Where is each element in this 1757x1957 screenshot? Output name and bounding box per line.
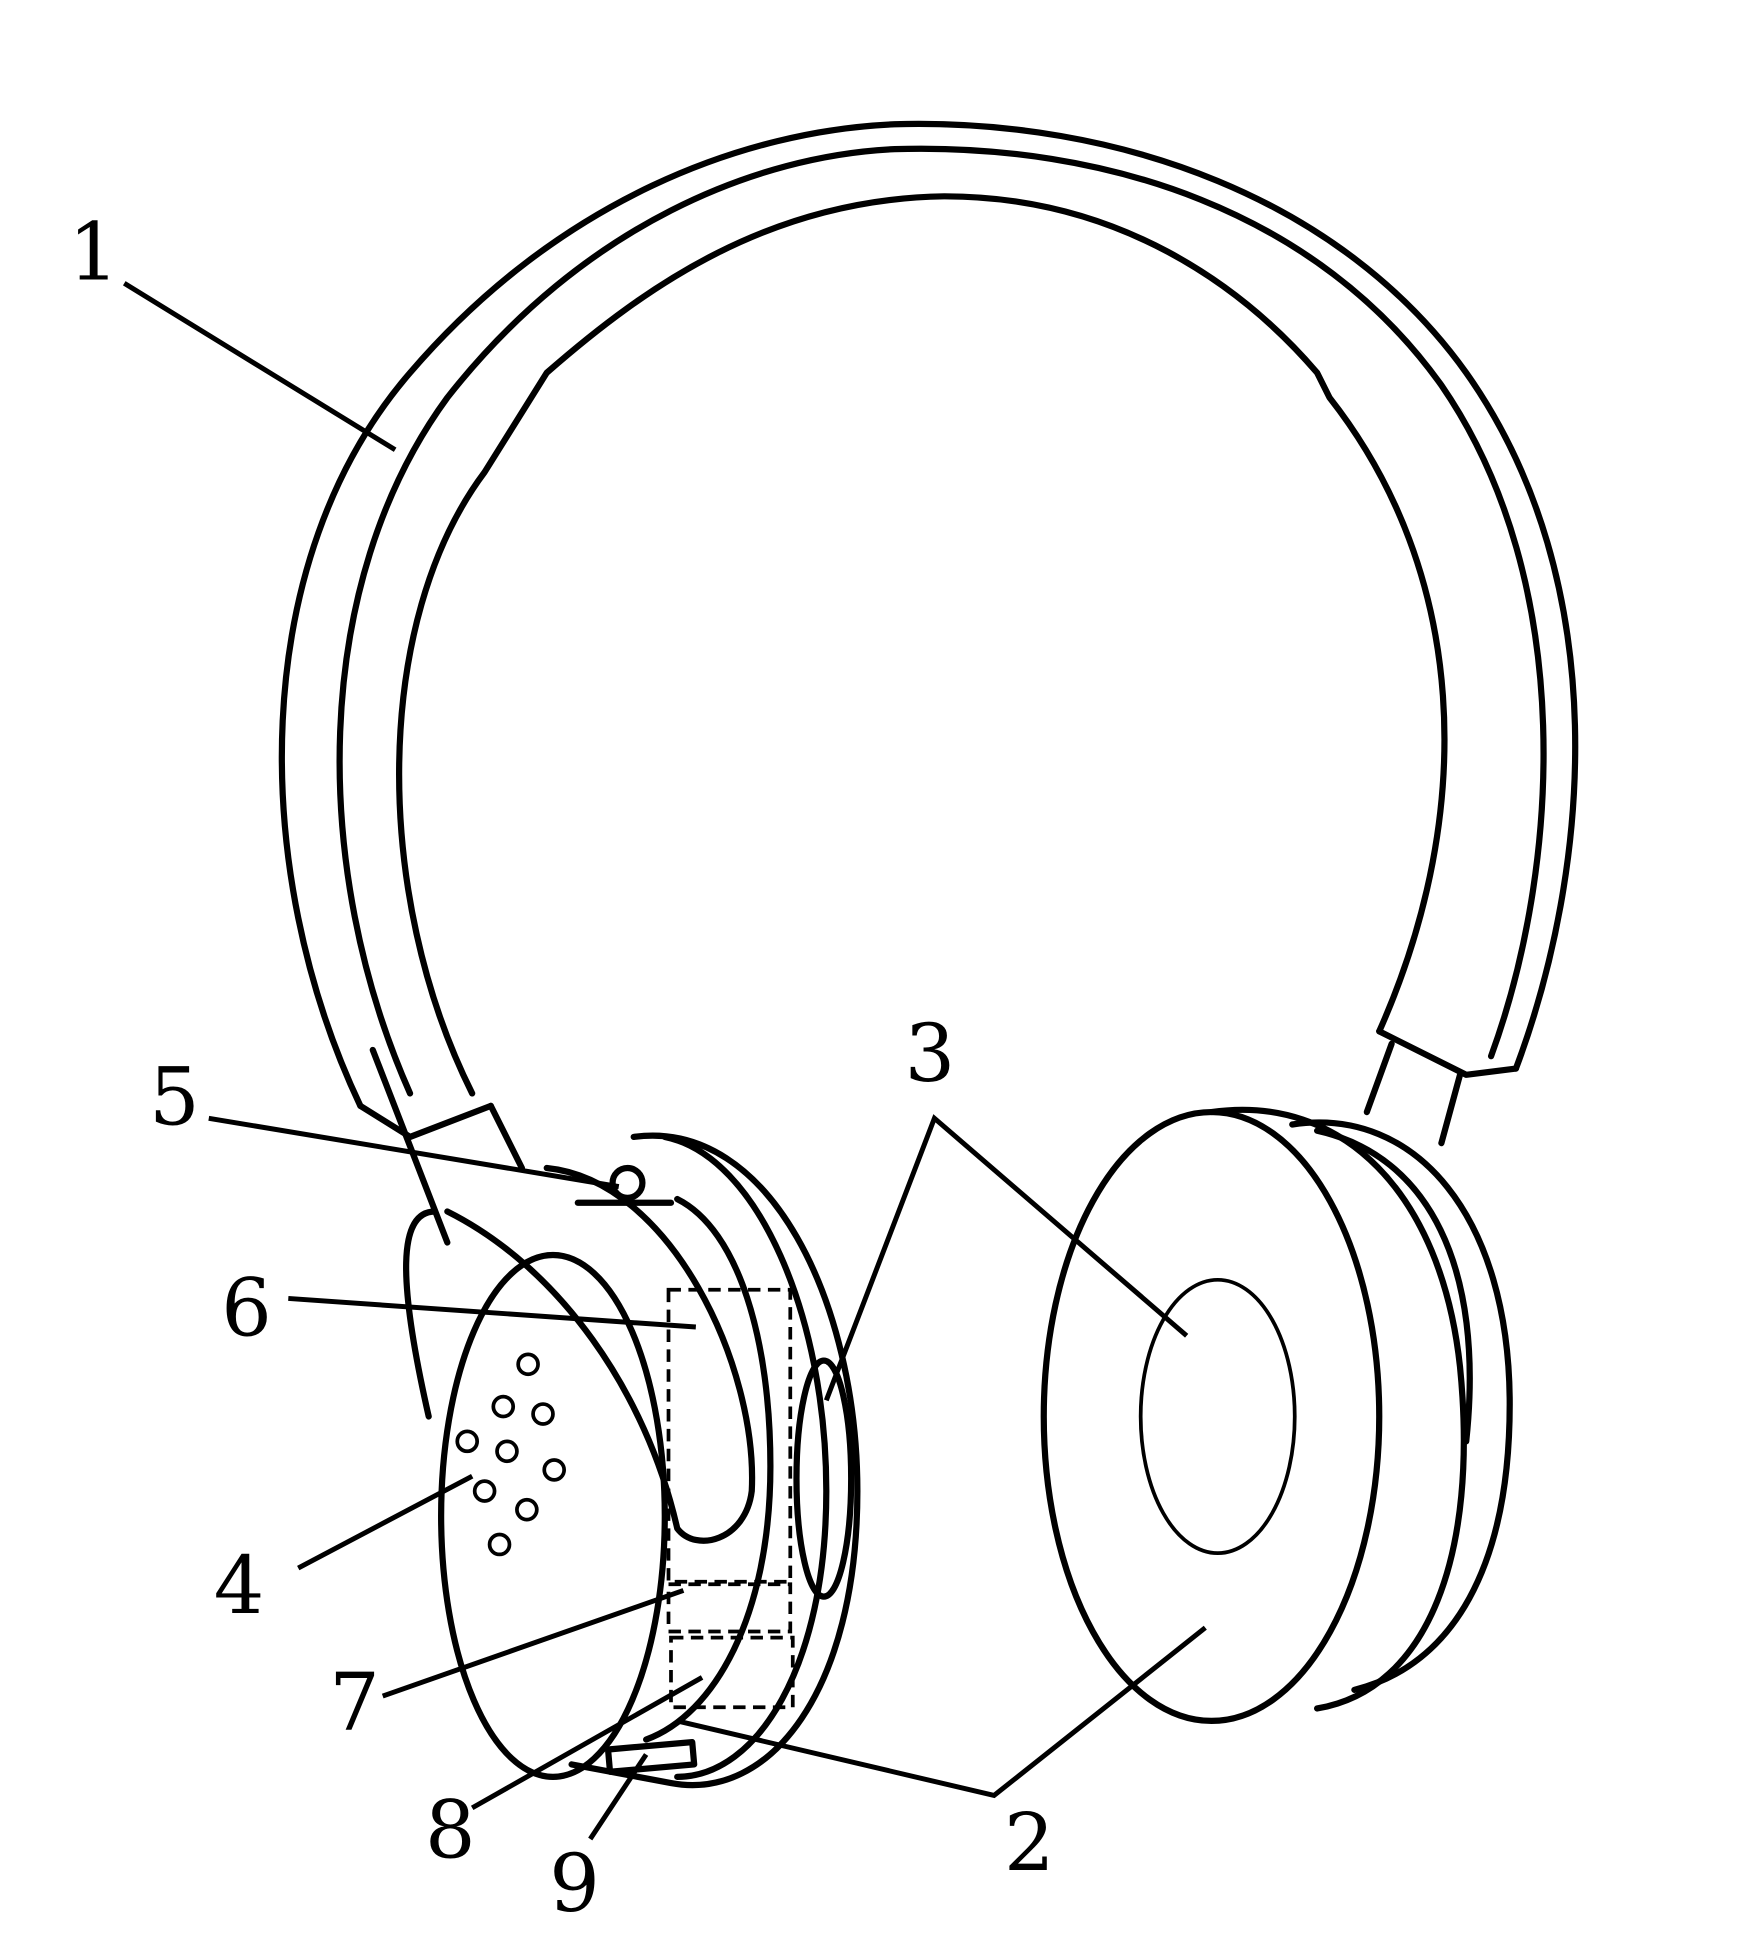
label-2: 2 [1004, 1796, 1055, 1889]
label-1-headband: 1 [68, 206, 119, 299]
speaker-holes [455, 1352, 567, 1557]
label-3: 3 [905, 1007, 956, 1100]
headband [278, 120, 1579, 1141]
label-9: 9 [549, 1837, 600, 1930]
label-7: 7 [329, 1656, 380, 1749]
label-5: 5 [149, 1050, 200, 1143]
label-8: 8 [425, 1784, 476, 1877]
right-ear-cup [1040, 1040, 1513, 1725]
label-4: 4 [214, 1539, 265, 1632]
leader-lines [122, 281, 1207, 1841]
label-6: 6 [221, 1262, 272, 1355]
